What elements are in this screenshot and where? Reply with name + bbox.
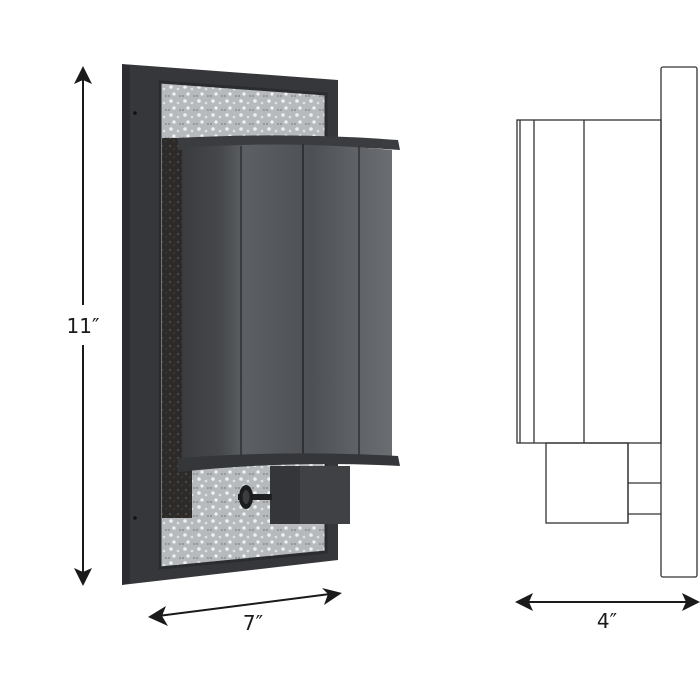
screw-icon	[133, 111, 137, 115]
arrow-left-icon	[515, 593, 533, 611]
arrow-down-icon	[74, 568, 92, 586]
glass-inner-border	[158, 80, 328, 570]
arrow-left-icon	[148, 606, 168, 626]
socket-knob-icon	[238, 485, 272, 509]
height-label: 11″	[67, 314, 100, 338]
arrow-right-icon	[682, 593, 700, 611]
shade-bottom-rim	[178, 453, 400, 472]
depth-label: 4″	[597, 609, 617, 633]
side-shade	[516, 119, 662, 444]
arrow-up-icon	[74, 66, 92, 84]
depth-dimension: 4″	[515, 593, 700, 633]
arrow-right-icon	[322, 588, 342, 605]
mount-box-face	[270, 466, 300, 524]
side-profile-view	[516, 66, 698, 578]
screw-icon	[133, 516, 137, 520]
side-backplate	[660, 66, 698, 578]
front-perspective-view	[122, 64, 400, 585]
backplate-frame-edge	[122, 64, 130, 585]
width-label: 7″	[243, 611, 263, 635]
width-dimension: 7″	[148, 588, 342, 635]
width-arrow-line	[157, 593, 331, 617]
side-mount-box	[545, 442, 629, 524]
height-dimension: 11″	[67, 66, 100, 586]
metal-shade	[182, 144, 392, 460]
